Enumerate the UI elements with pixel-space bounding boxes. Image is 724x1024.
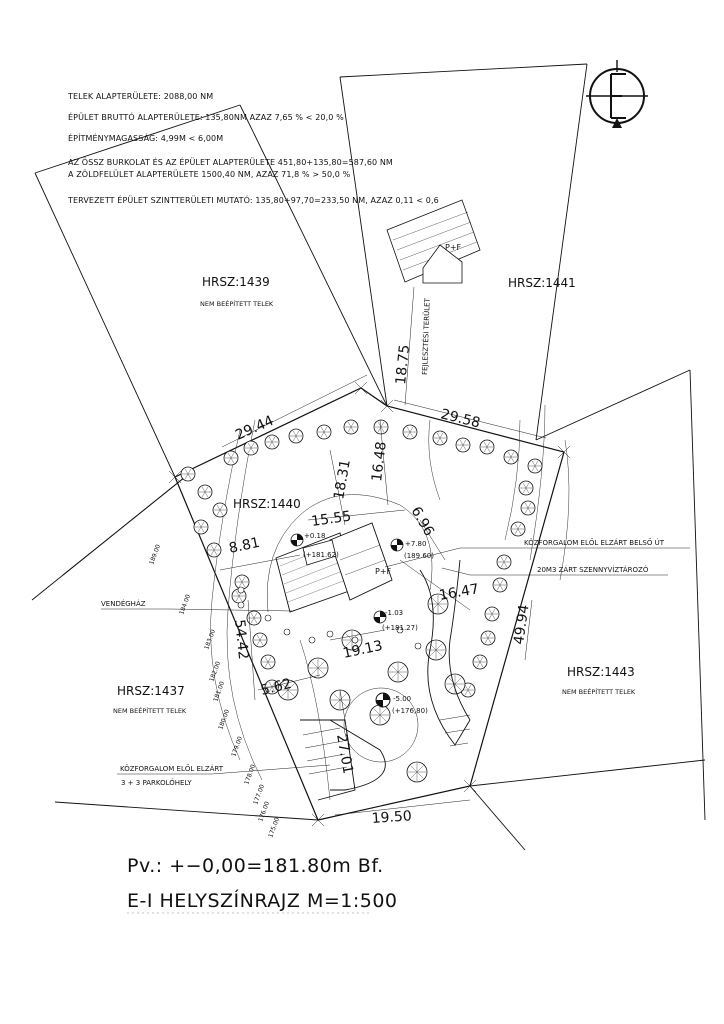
contour-label: 184.00 xyxy=(178,593,192,615)
dimension-label: 27.01 xyxy=(333,733,356,775)
contour-label: 178.00 xyxy=(243,763,257,785)
note-floor-area-ratio: TERVEZETT ÉPÜLET SZINTTERÜLETI MUTATÓ: 1… xyxy=(67,194,439,205)
note-green-area: A ZÖLDFELÜLET ALAPTERÜLETE 1500,40 NM, A… xyxy=(68,169,351,179)
house-footprint: P+F xyxy=(275,522,393,613)
drawing-title: E-I HELYSZÍNRAJZ M=1:500 xyxy=(127,889,398,912)
area-notes: TELEK ALAPTERÜLETE: 2088,00 NM ÉPÜLET BR… xyxy=(67,91,439,205)
contour-label: 175.00 xyxy=(267,816,281,838)
elevation-label: (189.60) xyxy=(404,552,434,560)
parcel-label: HRSZ:1440 xyxy=(233,497,301,511)
parcel-label: HRSZ:1439 xyxy=(202,275,270,289)
note-building-height: ÉPÍTMÉNYMAGASSÁG: 4,99M < 6,00M xyxy=(68,132,223,143)
shrub-icon xyxy=(283,628,291,636)
neighbour-building-label: P+F xyxy=(445,243,462,252)
note-plot-area: TELEK ALAPTERÜLETE: 2088,00 NM xyxy=(67,91,213,101)
elevation-label: -5.00 xyxy=(393,695,411,703)
dimension-label: 16.47 xyxy=(438,581,480,604)
elevation-markers xyxy=(290,533,404,624)
parking-stalls xyxy=(302,714,471,775)
parking-label-line1: KÖZFORGALOM ELŐL ELZÁRT xyxy=(120,764,224,773)
note-paved-area: AZ ÖSSZ BURKOLAT ÉS AZ ÉPÜLET ALAPTERÜLE… xyxy=(68,156,393,167)
parcel-sublabel: NEM BEÉPÍTETT TELEK xyxy=(562,687,636,696)
shrub-icon xyxy=(351,636,359,644)
parcel-sublabel: NEM BEÉPÍTETT TELEK xyxy=(200,299,274,308)
parcel-label: HRSZ:1441 xyxy=(508,276,576,290)
elevation-label: (+181.62) xyxy=(303,551,339,559)
shrub-icon xyxy=(237,586,245,594)
contour-lines xyxy=(210,404,570,801)
dimension-label: 49.94 xyxy=(511,604,532,646)
callouts: VENDÉGHÁZ KÖZFORGALOM ELŐL ELZÁRT BELSŐ … xyxy=(101,538,690,787)
tree-group xyxy=(180,419,543,783)
contour-label: 180.00 xyxy=(217,708,231,730)
elevation-label: (+176,80) xyxy=(392,707,428,715)
parcel-labels: HRSZ:1439 NEM BEÉPÍTETT TELEK HRSZ:1441 … xyxy=(113,275,636,715)
inner-road-label: KÖZFORGALOM ELŐL ELZÁRT BELSŐ ÚT xyxy=(524,538,665,547)
architect-logo xyxy=(586,60,648,128)
dimension-lines xyxy=(219,286,547,816)
shrub-icon xyxy=(326,630,334,638)
elevation-label: +7.80 xyxy=(405,540,426,548)
shrub-icon xyxy=(264,614,272,622)
dimension-label: 54.42 xyxy=(231,619,251,661)
house-label: P+F xyxy=(375,567,392,576)
neighbour-boundaries xyxy=(31,63,706,851)
development-area-label: FEJLESZTÉSI TERÜLET xyxy=(420,297,432,375)
terrace-curve xyxy=(267,494,433,613)
septic-tank-label: 20M3 ZÁRT SZENNYVÍZTÁROZÓ xyxy=(537,565,649,574)
shrub-icon xyxy=(308,636,316,644)
dimension-label: 5.62 xyxy=(259,676,293,699)
reference-level: Pv.: +−0,00=181.80m Bf. xyxy=(127,855,384,877)
parcel-sublabel: NEM BEÉPÍTETT TELEK xyxy=(113,706,187,715)
contour-label: 183.00 xyxy=(203,628,217,650)
parcel-label: HRSZ:1437 xyxy=(117,684,185,698)
contour-label: 179.00 xyxy=(230,735,244,757)
parking-label-line2: 3 + 3 PARKOLÓHELY xyxy=(121,778,192,787)
shrub-icon xyxy=(396,626,404,634)
boundary-markers xyxy=(168,381,571,827)
elevation-label: +0.18 xyxy=(304,532,325,540)
contour-label: 182.00 xyxy=(208,660,222,682)
shrub-icon xyxy=(414,642,422,650)
plaza-circle xyxy=(343,687,419,763)
contour-label: 189.00 xyxy=(148,543,162,565)
elevation-label: (+181.27) xyxy=(382,624,418,632)
dimension-label: 19.50 xyxy=(371,808,412,827)
dimension-labels: 29.44 29.58 18.75 18.31 16.48 15.55 8.81… xyxy=(228,344,533,827)
dimension-label: 18.31 xyxy=(331,458,354,500)
dimension-label: 8.81 xyxy=(228,535,262,557)
guesthouse-label: VENDÉGHÁZ xyxy=(101,599,146,608)
dimension-label: 16.48 xyxy=(369,441,390,483)
dimension-label: 15.55 xyxy=(310,509,352,530)
dimension-label: 18.75 xyxy=(393,344,413,386)
contour-label: 181.00 xyxy=(212,680,226,702)
neighbour-building: P+F xyxy=(386,199,481,284)
dimension-label: 6.96 xyxy=(408,504,437,539)
elevation-label: -1.03 xyxy=(385,609,403,617)
shrub-icon xyxy=(237,601,245,609)
dimension-label: 29.58 xyxy=(439,406,482,431)
parcel-label: HRSZ:1443 xyxy=(567,665,635,679)
